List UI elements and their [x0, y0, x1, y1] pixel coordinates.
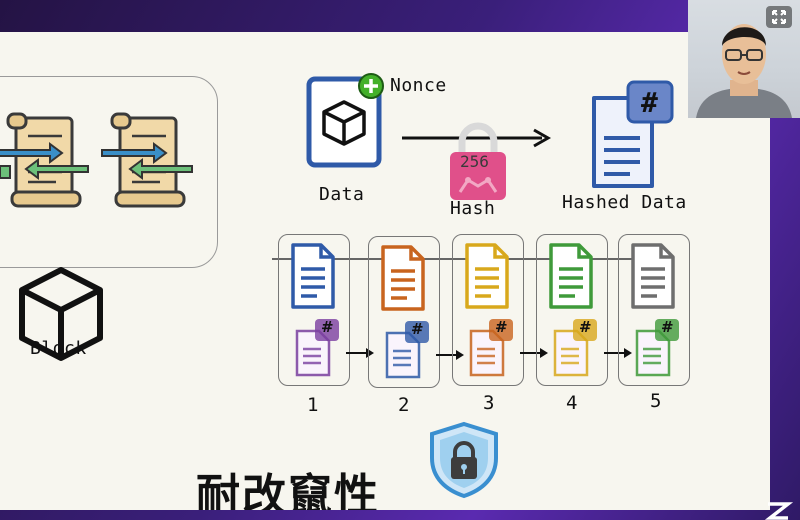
- block-panel: [0, 76, 218, 268]
- chain-number-1: 1: [307, 394, 319, 416]
- data-label: Data: [319, 184, 365, 205]
- slide-title: 耐改竄性: [196, 470, 380, 510]
- chain-hash-symbol: #: [495, 318, 508, 336]
- chain-card-icons: [465, 243, 513, 377]
- chain-hash-symbol: #: [661, 318, 674, 336]
- hash-badge: 256: [460, 152, 489, 171]
- chain-number-3: 3: [483, 392, 495, 414]
- expand-icon: [772, 10, 786, 24]
- hash-symbol: #: [641, 86, 658, 119]
- hashed-data-label: Hashed Data: [562, 192, 687, 213]
- cube-icon: [19, 267, 103, 361]
- chain-arrow-icon: [436, 350, 464, 360]
- chain-card-1: #: [278, 234, 350, 386]
- arrow-fragment: [0, 165, 11, 179]
- data-document-icon: [306, 76, 382, 168]
- expand-button[interactable]: [766, 6, 792, 28]
- chain-arrow-icon: [604, 348, 632, 358]
- scroll-icon: [0, 112, 89, 208]
- chain-card-icons: [549, 243, 597, 377]
- chain-arrow-icon: [520, 348, 548, 358]
- shield-lock-icon: [430, 421, 498, 499]
- presentation-slide: Block Nonce Data 256 Hash: [0, 32, 770, 510]
- corner-logo-icon: [764, 502, 794, 520]
- chain-card-5: #: [618, 234, 690, 386]
- chain-card-icons: [381, 245, 429, 379]
- chain-number-2: 2: [398, 394, 410, 416]
- webcam-overlay: [688, 0, 800, 118]
- chain-card-3: #: [452, 234, 524, 386]
- chain-card-icons: [291, 243, 339, 377]
- chain-card-icons: [631, 243, 679, 377]
- arrow-right-icon: [402, 128, 552, 148]
- presenter-avatar: [696, 24, 792, 118]
- scroll-icon: [101, 112, 193, 208]
- chain-hash-symbol: #: [411, 320, 424, 338]
- plus-icon: [358, 73, 384, 99]
- hash-label: Hash: [450, 198, 496, 219]
- hash-document-icon: [592, 80, 674, 188]
- chain-hash-symbol: #: [579, 318, 592, 336]
- chain-card-4: #: [536, 234, 608, 386]
- chain-hash-symbol: #: [321, 318, 334, 336]
- chain-number-4: 4: [566, 392, 578, 414]
- chain-number-5: 5: [650, 390, 662, 412]
- lock-icon: [450, 122, 506, 200]
- chain-card-2: #: [368, 236, 440, 388]
- block-label: Block: [30, 338, 87, 359]
- nonce-label: Nonce: [390, 75, 447, 96]
